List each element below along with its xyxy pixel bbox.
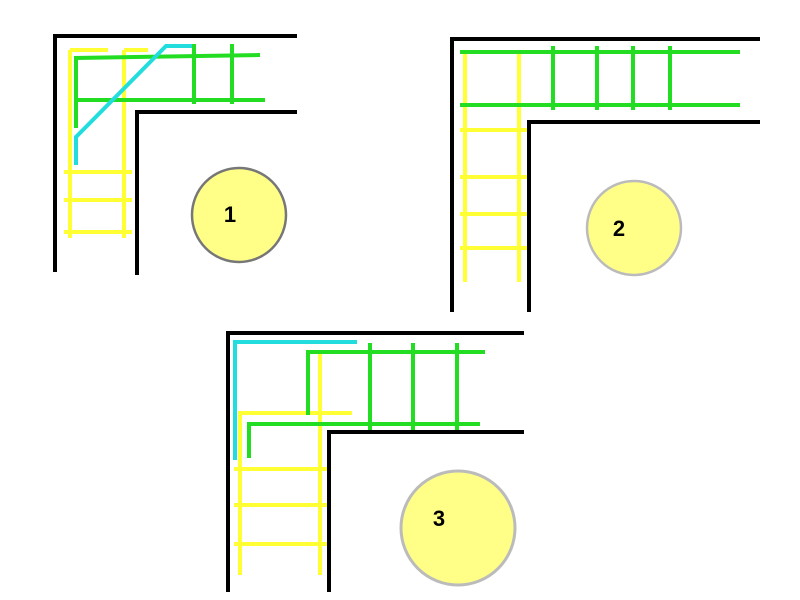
badge-1: [190, 166, 288, 264]
cyan-corner-bar-3: [233, 340, 357, 460]
badge-1-label: 1: [224, 202, 236, 227]
badge-2: [585, 179, 683, 277]
cyan-diagonal-bar-1: [74, 44, 192, 165]
badge-2-label: 2: [613, 216, 625, 241]
variant-1: 1: [53, 34, 297, 275]
wall-outline-1: [53, 34, 297, 275]
yellow-rebar-2: [460, 52, 528, 282]
green-rebar-1: [74, 44, 265, 128]
green-rebar-2: [460, 46, 740, 110]
variant-3: 3: [226, 331, 524, 592]
variant-2: 2: [450, 37, 760, 312]
wall-outline-3: [226, 331, 524, 592]
badge-3: [399, 469, 517, 587]
yellow-rebar-1: [64, 48, 148, 238]
green-rebar-3: [247, 343, 485, 458]
wall-outline-2: [450, 37, 760, 312]
badge-3-label: 3: [433, 506, 445, 531]
yellow-rebar-3: [234, 353, 352, 575]
